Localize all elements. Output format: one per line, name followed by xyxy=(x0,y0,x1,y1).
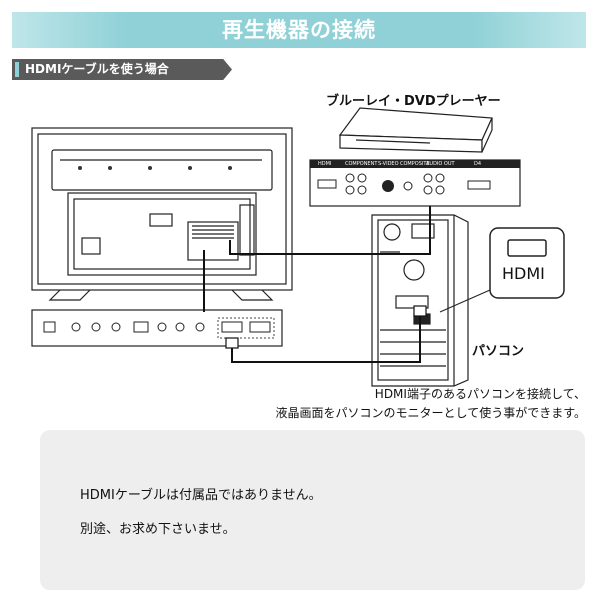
description-line-2: 液晶画面をパソコンのモニターとして使う事ができます。 xyxy=(276,404,586,423)
connection-description: HDMI端子のあるパソコンを接続して、 液晶画面をパソコンのモニターとして使う事… xyxy=(276,385,586,423)
bd-panel-audio-label: AUDIO OUT xyxy=(426,161,455,167)
description-line-1: HDMI端子のあるパソコンを接続して、 xyxy=(276,385,586,404)
bd-panel-d4-label: D4 xyxy=(474,161,481,167)
bd-panel-svideo-label: S-VIDEO xyxy=(378,161,399,167)
bluray-player-label: ブルーレイ・DVDプレーヤー xyxy=(326,90,501,109)
bd-panel-hdmi-label: HDMI xyxy=(318,161,331,167)
hdmi-callout-label: HDMI xyxy=(502,264,545,283)
bd-panel-component-label: COMPONENT xyxy=(345,161,377,167)
bluray-player-illustration xyxy=(340,108,492,152)
note-box xyxy=(40,430,585,590)
note-line-2: 別途、お求め下さいませ。 xyxy=(80,518,236,537)
tv-port-panel xyxy=(32,310,282,346)
tv-dots xyxy=(78,166,232,170)
tv-back-illustration xyxy=(32,128,292,300)
note-line-1: HDMIケーブルは付属品ではありません。 xyxy=(80,484,322,503)
pc-label: パソコン xyxy=(472,340,524,359)
